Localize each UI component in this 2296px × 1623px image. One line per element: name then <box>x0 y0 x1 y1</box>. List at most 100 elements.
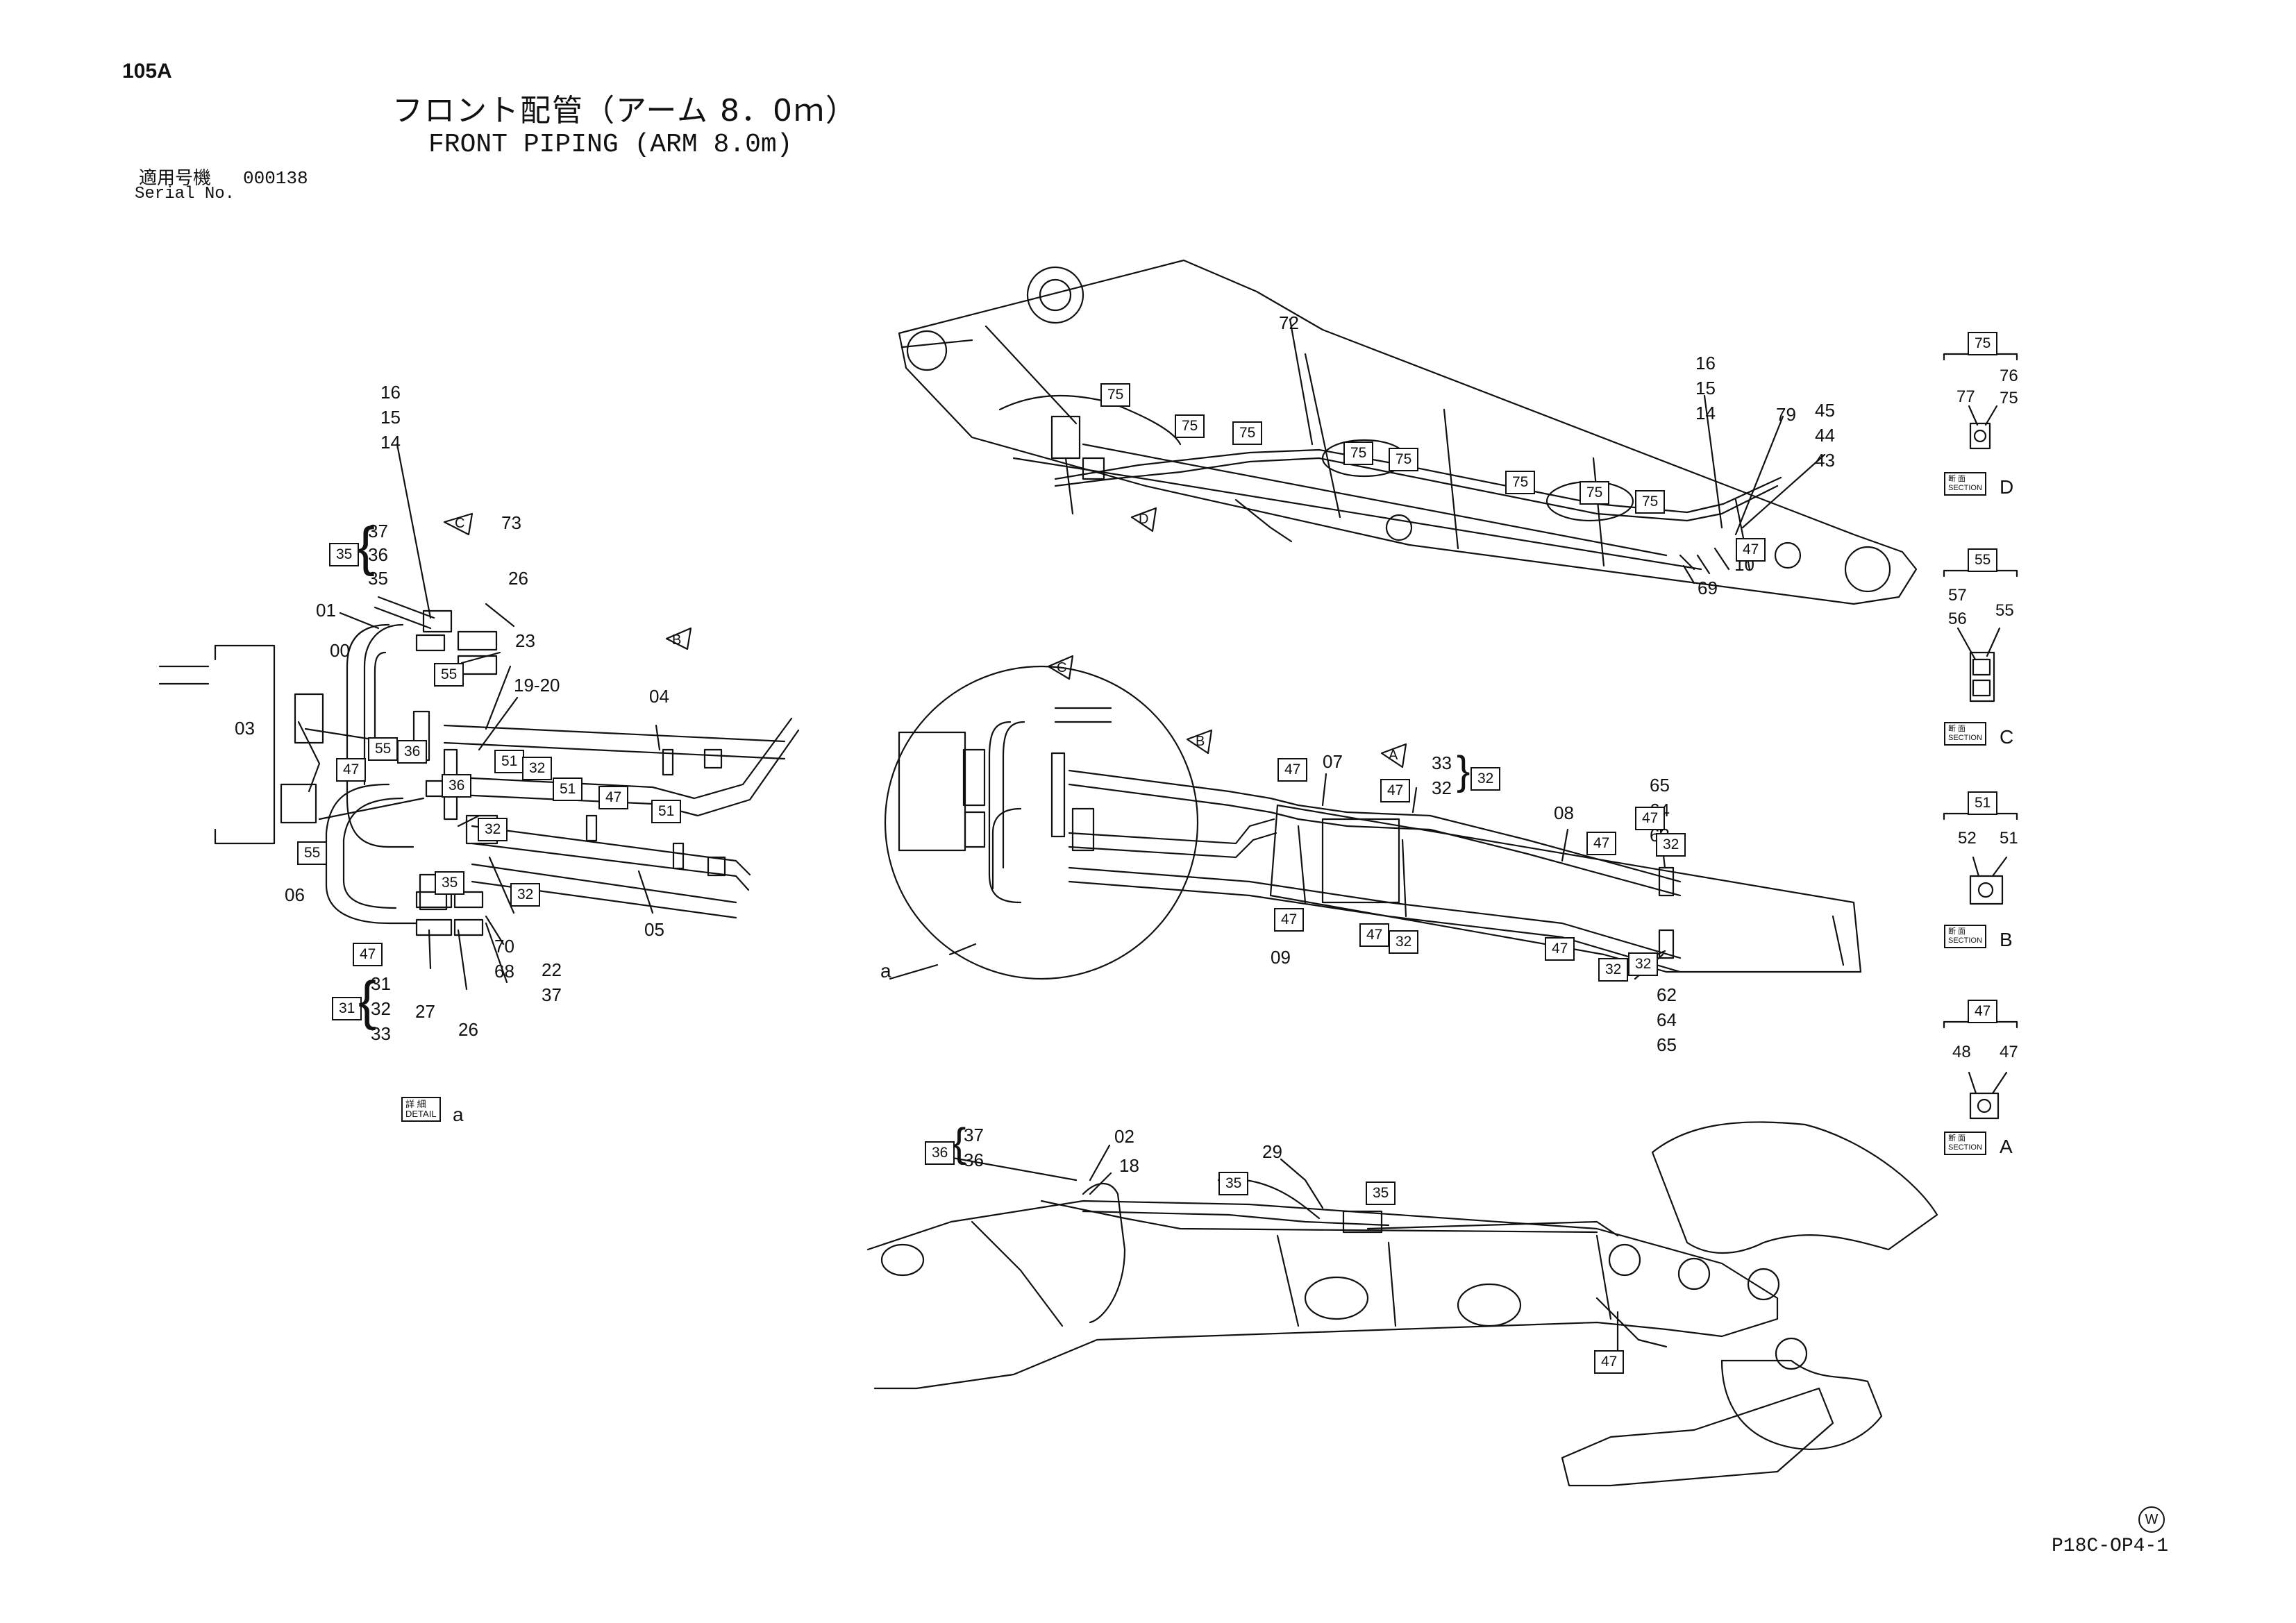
arm-mid-label-32: 32 <box>1432 777 1452 798</box>
section-c-part-55: 55 <box>1995 601 2014 620</box>
detail-box-35: 35 <box>435 871 465 895</box>
arm-top-label-43: 43 <box>1815 450 1835 471</box>
detail-a-label-en: DETAIL <box>405 1109 437 1119</box>
section-b-label-en: SECTION <box>1948 936 1982 945</box>
section-d-label-jp: 断 面 <box>1948 475 1966 483</box>
arm-mid-box-47-g: 47 <box>1545 937 1575 961</box>
arm-top-label-44: 44 <box>1815 425 1835 446</box>
group-31-box: 31 <box>332 997 362 1020</box>
arm-mid-label-65-bottom: 65 <box>1657 1034 1677 1055</box>
view-arrow-d-top: D <box>1139 512 1149 527</box>
detail-a-letter: a <box>453 1104 464 1125</box>
detail-label-70: 70 <box>494 936 514 957</box>
arm-mid-label-65-top: 65 <box>1650 775 1670 796</box>
detail-label-19-20: 19-20 <box>514 675 560 696</box>
detail-box-51-c: 51 <box>651 800 682 823</box>
group-31-item-31: 31 <box>371 973 391 994</box>
section-a-title: 断 面 SECTION <box>1944 1132 1986 1155</box>
detail-box-47-a: 47 <box>336 758 367 782</box>
view-arrows <box>443 507 1407 768</box>
arm-top-box-75-g: 75 <box>1579 481 1610 505</box>
arm-mid-label-33: 33 <box>1432 752 1452 773</box>
arm-mid-label-08: 08 <box>1554 802 1574 823</box>
section-d-part-75: 75 <box>2000 389 2018 407</box>
detail-label-15: 15 <box>380 407 401 428</box>
bucket-arm-view <box>866 1121 1938 1487</box>
arm-top-label-45: 45 <box>1815 400 1835 421</box>
group-31-item-32: 32 <box>371 998 391 1019</box>
serial-value: 000138 <box>243 168 308 189</box>
detail-box-51-b: 51 <box>553 777 583 801</box>
detail-label-23: 23 <box>515 630 535 651</box>
detail-label-37: 37 <box>542 984 562 1005</box>
arm-mid-box-32-e: 32 <box>1598 958 1629 982</box>
section-c-title: 断 面 SECTION <box>1944 722 1986 746</box>
arm-mid-box-47-d: 47 <box>1635 807 1666 830</box>
detail-box-47-b: 47 <box>598 786 629 809</box>
arm-mid-box-32-a: 32 <box>1470 767 1501 791</box>
arm-mid-box-47-f: 47 <box>1359 923 1390 947</box>
group-35-brace: { <box>357 516 376 577</box>
section-a-letter: A <box>2000 1136 2013 1157</box>
group-35-item-35: 35 <box>368 568 388 589</box>
arm-top-label-72: 72 <box>1279 312 1299 333</box>
arm-mid-box-47-c: 47 <box>1586 832 1617 855</box>
section-a-label-en: SECTION <box>1948 1143 1982 1152</box>
arm-mid-label-62: 62 <box>1657 984 1677 1005</box>
arm-mid-label-09: 09 <box>1271 947 1291 968</box>
arm-side-view <box>889 707 1862 980</box>
group-35-item-36: 36 <box>368 544 388 565</box>
detail-a-title: 詳 細 DETAIL <box>401 1097 441 1122</box>
arm-mid-label-64-bottom: 64 <box>1657 1009 1677 1030</box>
detail-box-47-c: 47 <box>353 943 383 966</box>
section-d-part-77: 77 <box>1956 387 1975 406</box>
section-d-part-76: 76 <box>2000 367 2018 385</box>
group-31-brace: { <box>358 970 377 1031</box>
bucket-label-29: 29 <box>1262 1141 1282 1162</box>
detail-label-26-top: 26 <box>508 568 528 589</box>
bucket-label-02: 02 <box>1114 1126 1134 1147</box>
detail-label-06: 06 <box>285 884 305 905</box>
view-arrow-b-detail: B <box>672 632 682 648</box>
arm-mid-box-32-c: 32 <box>1389 930 1419 954</box>
view-arrow-c-side: C <box>1057 660 1067 675</box>
arm-top-label-69: 69 <box>1698 578 1718 598</box>
detail-box-55-a: 55 <box>434 663 464 687</box>
section-c-label-jp: 断 面 <box>1948 725 1966 733</box>
detail-box-32-b: 32 <box>510 883 541 907</box>
detail-box-32-c: 32 <box>478 818 508 841</box>
section-c-letter: C <box>2000 726 2014 748</box>
detail-label-01: 01 <box>316 600 336 621</box>
detail-box-32-a: 32 <box>522 757 553 780</box>
group-36-item-37: 37 <box>964 1125 984 1145</box>
section-a-part-48: 48 <box>1952 1043 1971 1061</box>
section-b-part-51: 51 <box>2000 829 2018 848</box>
section-b-part-52: 52 <box>1958 829 1977 848</box>
bucket-label-18: 18 <box>1119 1155 1139 1176</box>
arm-top-box-75-b: 75 <box>1175 414 1205 438</box>
group-35-box: 35 <box>329 543 360 566</box>
section-a-part-box: 47 <box>1968 1000 1998 1023</box>
arm-top-box-75-a: 75 <box>1100 383 1131 407</box>
detail-label-14: 14 <box>380 432 401 453</box>
detail-a-drawing <box>158 443 1199 991</box>
arm-mid-label-07: 07 <box>1323 751 1343 772</box>
arm-mid-brace: } <box>1457 748 1470 793</box>
section-b-title: 断 面 SECTION <box>1944 925 1986 948</box>
watermark-symbol: W <box>2138 1506 2165 1533</box>
detail-label-16: 16 <box>380 382 401 403</box>
view-arrow-a-side: A <box>1389 748 1398 763</box>
arm-top-box-75-e: 75 <box>1389 448 1419 471</box>
section-c-label-en: SECTION <box>1948 734 1982 742</box>
bucket-box-35-b: 35 <box>1366 1181 1396 1205</box>
section-d-label-en: SECTION <box>1948 484 1982 492</box>
arm-top-box-75-h: 75 <box>1635 490 1666 514</box>
group-35-item-37: 37 <box>368 521 388 541</box>
section-d-letter: D <box>2000 476 2014 498</box>
serial-label-english: Serial No. <box>135 185 235 203</box>
arm-mid-box-47-e: 47 <box>1274 908 1305 932</box>
arm-mid-box-32-d: 32 <box>1628 952 1659 976</box>
group-36-brace: { <box>953 1120 966 1166</box>
title-japanese: フロント配管（アーム 8．0ｍ） <box>392 93 858 128</box>
